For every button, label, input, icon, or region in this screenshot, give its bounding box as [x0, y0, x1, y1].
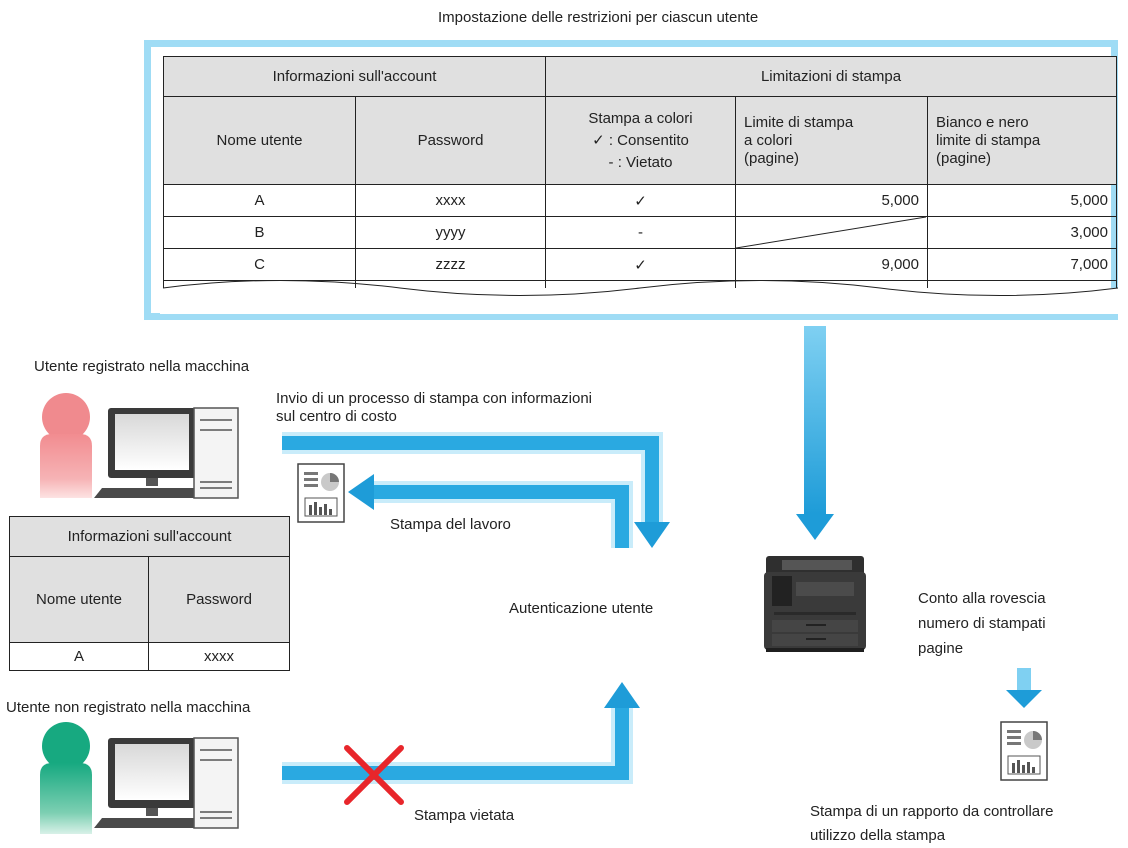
report-label-line1: Stampa di un rapporto da controllare	[810, 803, 1054, 820]
document-icon	[1000, 721, 1048, 781]
send-job-label-line2: sul centro di costo	[276, 408, 397, 425]
cell-password: xxxx	[355, 184, 546, 217]
restrictions-title: Impostazione delle restrizioni per ciasc…	[438, 9, 759, 26]
cell-password: yyyy	[355, 216, 546, 249]
computer-icon	[94, 737, 239, 829]
authentication-label: Autenticazione utente	[509, 600, 654, 617]
arrow-to-printer	[796, 326, 834, 540]
cell-user: B	[163, 216, 356, 249]
cell-color-limit: 5,000	[735, 184, 928, 217]
header-color-limit-line: Limite di stampa	[744, 113, 854, 131]
unregistered-user-label: Utente non registrato nella macchina	[6, 699, 251, 716]
header-color-print-label: Stampa a colori	[588, 109, 693, 127]
forbidden-cross-icon	[344, 745, 404, 805]
header-password: Password	[355, 96, 546, 185]
arrow-print-job	[348, 474, 633, 548]
header-color-print: Stampa a colori ✓ : Consentito - : Vieta…	[545, 96, 736, 185]
computer-icon	[94, 407, 239, 499]
registered-user-label: Utente registrato nella macchina	[34, 358, 250, 375]
arrow-forbidden-path	[282, 682, 640, 784]
cell-bw-limit: 5,000	[927, 184, 1117, 217]
forbidden-label: Stampa vietata	[414, 807, 515, 824]
header-group-row: Informazioni sull'account Limitazioni di…	[163, 56, 1117, 97]
header-color-limit-line: a colori	[744, 131, 793, 149]
cell-color-limit	[735, 216, 928, 249]
header-bw-limit-line: Bianco e nero	[936, 113, 1029, 131]
table-row: B yyyy - 3,000	[163, 216, 1117, 249]
account-table: Informazioni sull'account Nome utente Pa…	[9, 516, 290, 671]
account-header-password: Password	[148, 556, 290, 643]
document-icon	[297, 463, 345, 523]
printer-icon	[764, 556, 866, 652]
registered-user-icon	[40, 393, 92, 498]
restrictions-table: Informazioni sull'account Limitazioni di…	[163, 56, 1117, 309]
account-table-title: Informazioni sull'account	[9, 516, 290, 557]
header-username: Nome utente	[163, 96, 356, 185]
header-bw-limit-line: (pagine)	[936, 149, 992, 167]
legend-allowed: ✓ : Consentito	[592, 131, 689, 149]
arrow-to-report	[1006, 668, 1042, 708]
cell-bw-limit: 3,000	[927, 216, 1117, 249]
header-column-row: Nome utente Password Stampa a colori ✓ :…	[163, 96, 1117, 185]
countdown-label-line3: pagine	[918, 640, 964, 657]
countdown-label-line2: numero di stampati	[918, 615, 1046, 632]
report-label-line2: utilizzo della stampa	[810, 827, 946, 844]
cell-color-limit: 9,000	[735, 248, 928, 281]
table-row: A xxxx ✓ 5,000 5,000	[163, 184, 1117, 217]
countdown-label-line1: Conto alla rovescia	[918, 590, 1046, 607]
header-account-info: Informazioni sull'account	[163, 56, 546, 97]
cell-user: C	[163, 248, 356, 281]
cell-color: ✓	[545, 184, 736, 217]
unregistered-user-icon	[40, 722, 92, 834]
header-bw-limit: Bianco e nero limite di stampa (pagine)	[927, 96, 1117, 185]
print-job-label: Stampa del lavoro	[390, 516, 511, 533]
account-cell-user: A	[9, 642, 149, 671]
cell-password: zzzz	[355, 248, 546, 281]
account-cell-password: xxxx	[148, 642, 290, 671]
legend-forbidden: - : Vietato	[608, 153, 673, 171]
cell-user: A	[163, 184, 356, 217]
send-job-label-line1: Invio di un processo di stampa con infor…	[276, 390, 592, 407]
cell-color: -	[545, 216, 736, 249]
account-header-username: Nome utente	[9, 556, 149, 643]
header-bw-limit-line: limite di stampa	[936, 131, 1041, 149]
not-applicable-slash	[736, 217, 926, 248]
header-color-limit: Limite di stampa a colori (pagine)	[735, 96, 928, 185]
arrow-send-job	[282, 432, 670, 548]
header-print-limits: Limitazioni di stampa	[545, 56, 1117, 97]
header-color-limit-line: (pagine)	[744, 149, 800, 167]
table-continuation-wave	[160, 280, 1118, 314]
